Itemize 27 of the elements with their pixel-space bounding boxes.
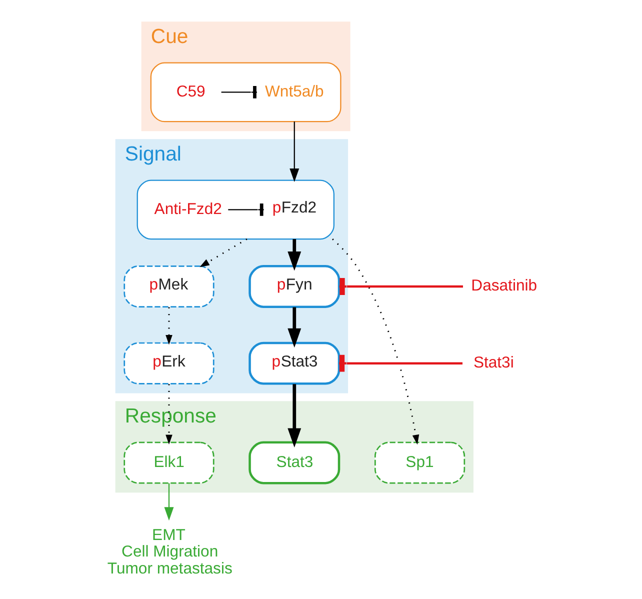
cluster (150, 62, 341, 122)
arrow (165, 307, 172, 345)
node-text: Anti-Fzd2 (154, 200, 222, 218)
arrow (165, 384, 172, 445)
node-box: Elk1 (123, 442, 214, 484)
node-box: pErk (123, 342, 214, 384)
node-box: pFyn (248, 265, 340, 308)
connector (220, 86, 256, 98)
node-box: Stat3 (248, 441, 340, 484)
cluster (136, 180, 334, 240)
arrow (332, 238, 419, 445)
node-text: pFzd2 (272, 200, 316, 217)
node-box: pMek (123, 266, 214, 308)
node-text: Wnt5a/b (264, 83, 324, 100)
node-box: pStat3 (248, 342, 340, 385)
node-text: EMT Cell Migration Tumor metastasis (106, 526, 232, 578)
arrow (289, 122, 299, 182)
connector (228, 203, 264, 216)
node-text: Dasatinib (470, 278, 537, 295)
arrow (199, 238, 247, 268)
node-text: Stat3i (472, 354, 514, 372)
arrow (164, 483, 174, 521)
node-text: C59 (176, 83, 205, 100)
arrow (287, 307, 301, 348)
arrow (287, 384, 301, 448)
node-box: Sp1 (374, 442, 465, 484)
arrow (287, 239, 301, 271)
